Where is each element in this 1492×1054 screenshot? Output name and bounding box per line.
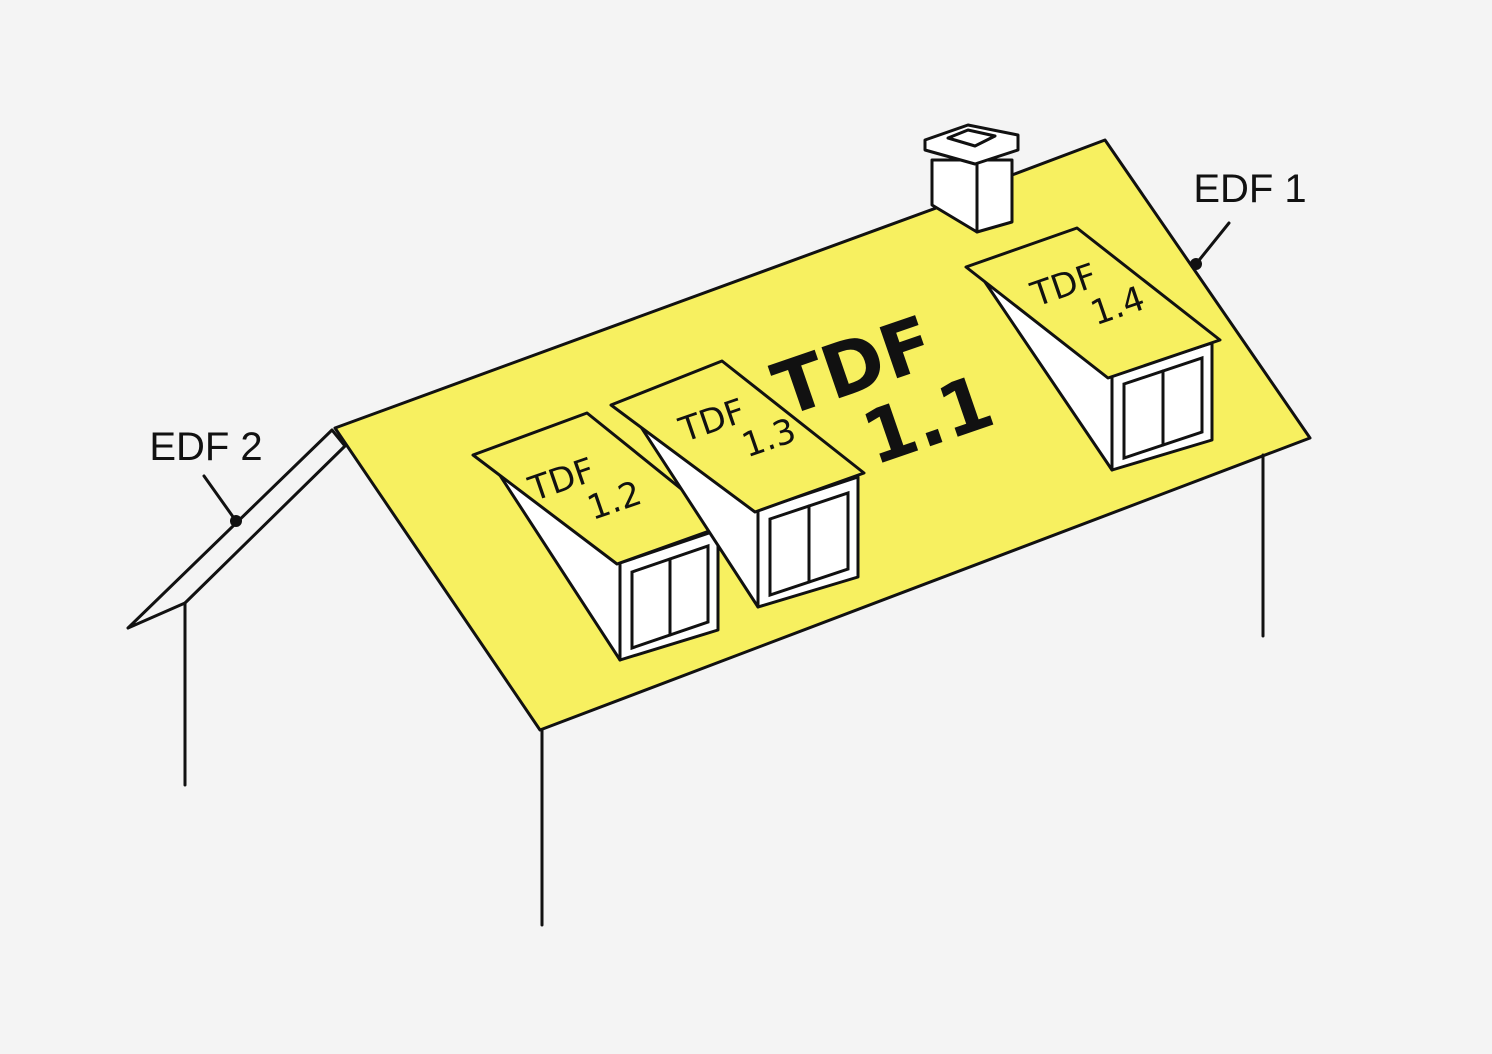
main-roof-label: TDF 1.1 <box>763 300 1004 483</box>
dormer-1-4 <box>964 226 1222 472</box>
callout-edf-1: EDF 1 <box>1190 167 1307 270</box>
callout-dot <box>230 515 242 527</box>
edge-1-label: EDF 1 <box>1193 167 1306 211</box>
gable-edge <box>126 428 347 630</box>
chimney <box>923 123 1020 234</box>
dormer-1-3 <box>609 359 866 609</box>
dormer-1-2 <box>471 411 728 662</box>
callout-edf-2: EDF 2 <box>149 425 263 527</box>
callout-dot <box>1190 258 1202 270</box>
left-gable <box>126 428 347 787</box>
edge-2-label: EDF 2 <box>149 425 262 469</box>
